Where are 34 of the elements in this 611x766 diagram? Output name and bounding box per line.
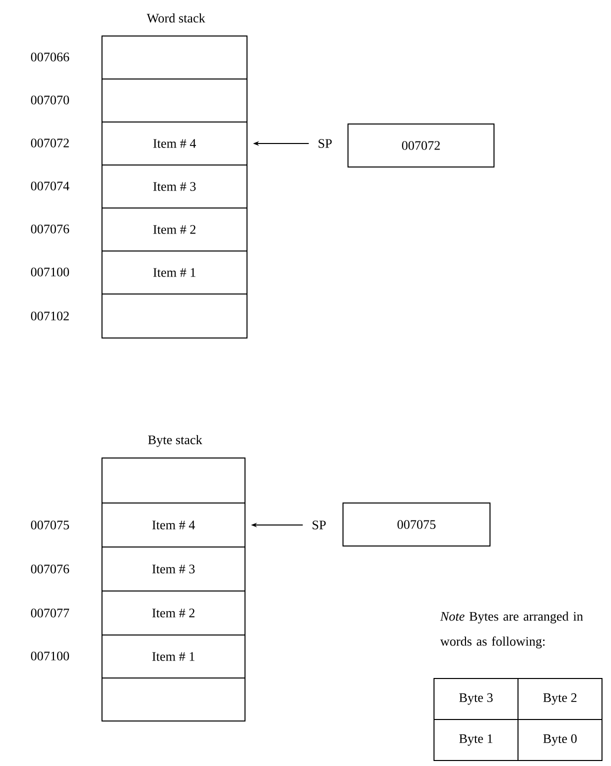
address-label: 007074 [31, 182, 70, 190]
empty-stack-cell [102, 458, 246, 504]
stack-cell: Item # 1 [102, 250, 248, 294]
empty-stack-cell [102, 78, 248, 122]
address-label: 007070 [31, 96, 69, 104]
empty-stack-cell [102, 294, 248, 338]
address-label: 007076 [31, 564, 70, 574]
table-cell: Byte 0 [518, 719, 602, 761]
address-label: 007076 [31, 224, 70, 234]
stack-cell: Item # 4 [102, 502, 246, 548]
stack-cell: Item # 3 [102, 546, 246, 592]
stack-cell: Item # 4 [102, 122, 248, 166]
stack-cell: Item # 2 [102, 208, 248, 252]
address-label: 007077 [31, 608, 70, 618]
register-label: SP [312, 520, 326, 530]
table-cell: Byte 3 [434, 678, 518, 720]
stack-cell: Item # 3 [102, 164, 248, 208]
stack-title: Word stack [146, 13, 206, 23]
stack-cell: Item # 2 [102, 590, 246, 636]
note-text: Note Bytes are arranged in words as following: [440, 612, 583, 648]
register-box: 007072 [348, 124, 494, 168]
table-cell: Byte 2 [518, 678, 602, 720]
address-label: 007100 [31, 268, 69, 276]
register-label: SP [318, 139, 332, 148]
register-box: 007075 [342, 502, 490, 546]
address-label: 007100 [31, 652, 69, 660]
address-label: 007075 [31, 520, 69, 530]
empty-stack-cell [102, 36, 248, 80]
address-label: 007066 [31, 52, 70, 62]
empty-stack-cell [102, 678, 246, 722]
table-cell: Byte 1 [434, 719, 518, 761]
stack-cell: Item # 1 [102, 634, 246, 678]
address-label: 007102 [31, 312, 69, 320]
address-label: 007072 [31, 138, 69, 148]
